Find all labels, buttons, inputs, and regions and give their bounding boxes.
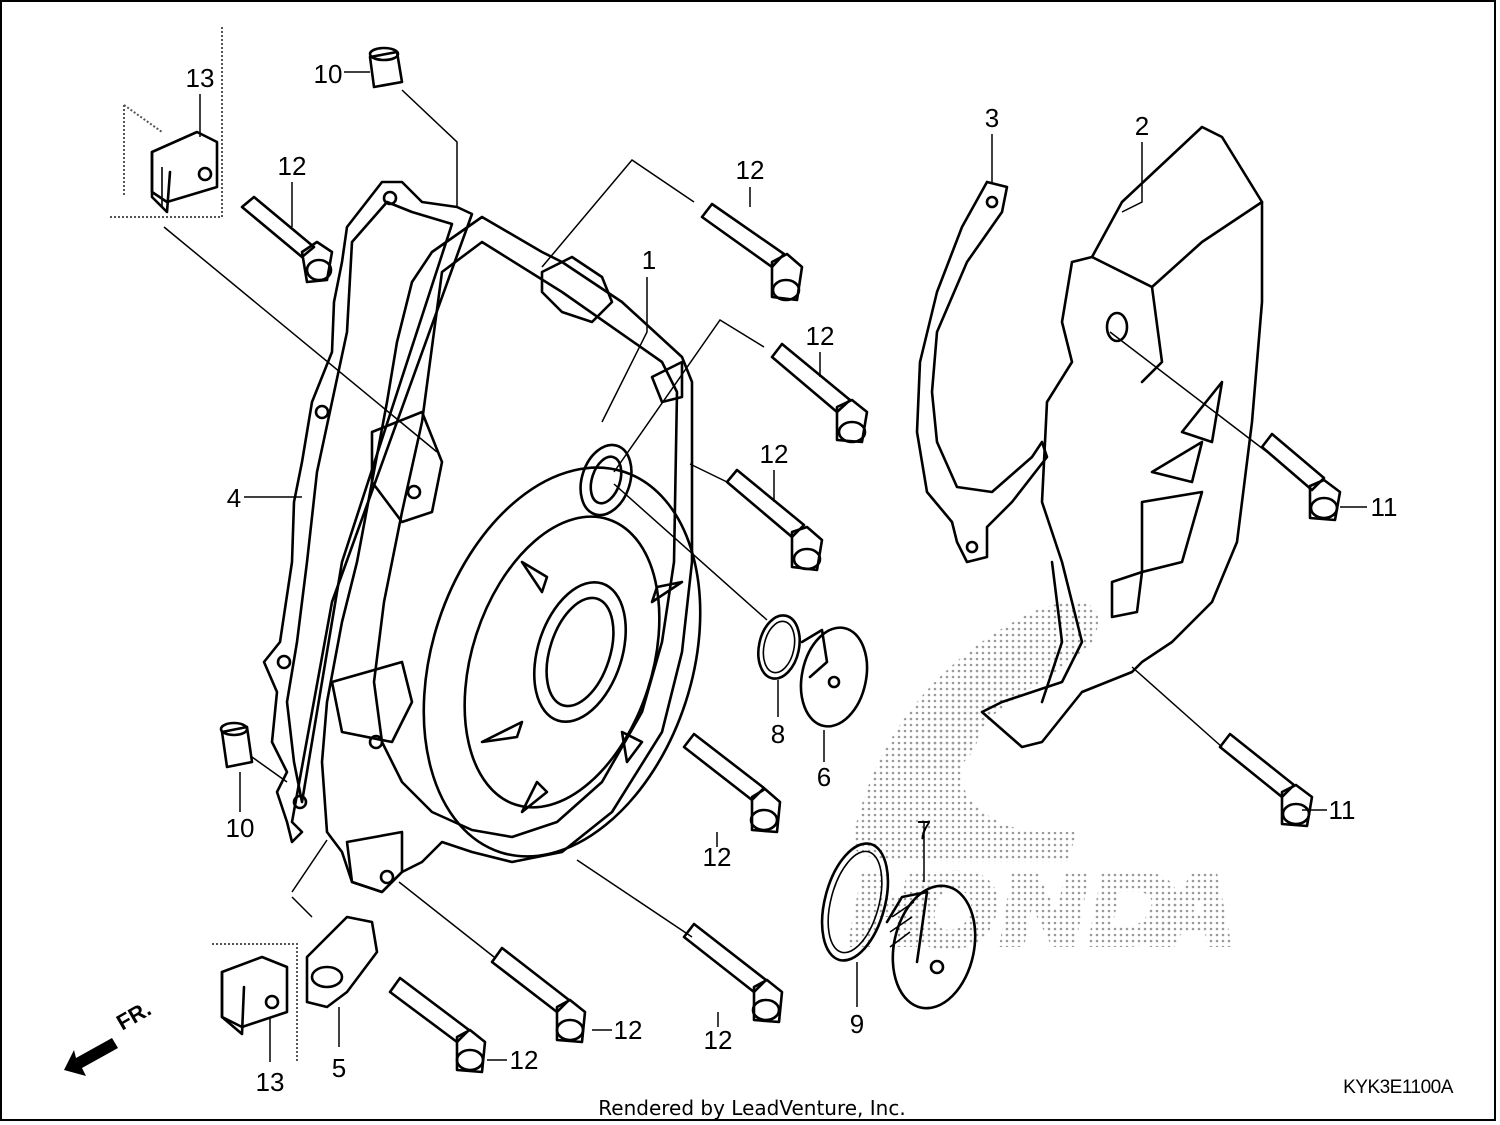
bracket-part-13-bottom <box>212 943 298 1062</box>
front-direction-arrow-icon <box>64 1038 118 1076</box>
bolt-part-12-d <box>725 468 824 572</box>
callout-part-3: 3 <box>984 103 1000 133</box>
bracket-part-13-top <box>110 27 223 218</box>
bolt-part-12-f <box>682 922 784 1024</box>
honda-watermark-text <box>847 870 1232 950</box>
clamp-part-5 <box>291 896 379 1009</box>
bolt-part-11-a <box>1260 432 1342 522</box>
bolt-part-12-h <box>388 976 487 1074</box>
callout-part-12-d: 12 <box>759 439 789 469</box>
callout-part-6: 6 <box>816 762 832 792</box>
o-ring-part-9 <box>820 842 890 962</box>
dowel-pin-part-10-bottom <box>219 721 254 769</box>
callout-part-10-top: 10 <box>313 59 343 89</box>
honda-watermark-logo <box>852 602 1099 862</box>
callout-part-11-top: 11 <box>1370 492 1398 522</box>
callout-part-13-top: 13 <box>185 63 215 93</box>
bolt-part-12-g <box>490 946 587 1044</box>
callout-part-9: 9 <box>849 1009 865 1039</box>
callout-part-5: 5 <box>331 1053 347 1083</box>
bolt-part-12-e <box>682 732 782 834</box>
callout-part-12-b: 12 <box>735 155 765 185</box>
gasket-part-4 <box>262 180 474 844</box>
bolt-part-11-b <box>1218 732 1314 828</box>
cover-part-2 <box>980 125 1264 749</box>
callout-part-12-g: 12 <box>613 1015 643 1045</box>
callout-part-8: 8 <box>770 719 786 749</box>
callout-part-12-f: 12 <box>703 1025 733 1055</box>
bolt-part-12-a <box>240 195 334 284</box>
render-credit: Rendered by LeadVenture, Inc. <box>598 1096 906 1120</box>
drawing-code: KYK3E1100A <box>1343 1077 1453 1098</box>
bolt-part-12-b <box>700 202 804 302</box>
callout-part-7: 7 <box>916 815 932 845</box>
callout-part-12-h: 12 <box>509 1045 539 1075</box>
callout-part-4: 4 <box>226 483 242 513</box>
o-ring-part-8 <box>757 614 801 680</box>
callout-part-13-bottom: 13 <box>255 1067 285 1097</box>
cap-part-7 <box>885 884 977 1010</box>
callout-part-12-c: 12 <box>805 321 835 351</box>
leader-lines <box>163 71 1367 1062</box>
bolt-part-12-c <box>770 342 869 444</box>
callout-part-12-e: 12 <box>702 842 732 872</box>
callout-part-12-a: 12 <box>277 151 307 181</box>
callout-part-11-bottom: 11 <box>1328 795 1356 825</box>
gasket-part-3 <box>915 180 1049 564</box>
crankcase-cover-part-1 <box>320 215 702 894</box>
callout-part-10-bottom: 10 <box>225 813 255 843</box>
callout-part-2: 2 <box>1134 111 1150 141</box>
callout-part-1: 1 <box>641 245 657 275</box>
plug-part-6 <box>799 626 869 728</box>
dowel-pin-part-10-top <box>368 46 404 89</box>
